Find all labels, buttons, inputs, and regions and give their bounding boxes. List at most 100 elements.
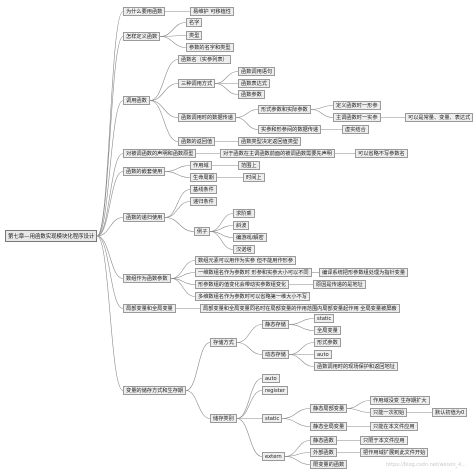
node-static-1[interactable]: static (314, 314, 335, 323)
node-nest-1a[interactable]: 范围上 (238, 161, 260, 170)
node-extern-1[interactable]: 静态函数 (310, 436, 337, 445)
connector-line (310, 105, 334, 110)
watermark-text: https://blog.csdn.net/weixin_4... (385, 462, 466, 468)
node-scope-1[interactable]: 局部变量和全局变量同名时在局部变量的作用范围内局部变量起作用 全局变量被屏蔽 (200, 304, 400, 313)
connector-line (236, 390, 263, 419)
node-storage[interactable]: 变量的储存方式和生存期 (123, 386, 187, 395)
node-nest-2a[interactable]: 时间上 (243, 173, 265, 182)
connector-line (214, 83, 239, 95)
node-nest[interactable]: 函数的嵌套使用 (123, 167, 166, 176)
node-extern-2a[interactable]: 把作用域扩展到此文件开始 (360, 448, 429, 457)
node-array-1[interactable]: 数组元素可以用作为实参 但不能用作形参 (195, 256, 297, 265)
node-static-2[interactable]: 全局变量 (314, 326, 341, 335)
node-class-extern[interactable]: extern (262, 452, 285, 461)
connector-line (164, 189, 191, 218)
node-scope[interactable]: 局部变量和全局变量 (123, 304, 176, 313)
node-dynamic-2[interactable]: auto (314, 350, 332, 359)
node-call-way[interactable]: 三种调用方式 (178, 79, 216, 88)
node-extern-1a[interactable]: 只限于本文件应用 (360, 436, 408, 445)
node-array-3[interactable]: 形参数组的值变化会带动实参数组变化 (195, 280, 290, 289)
connector-line (96, 235, 124, 309)
node-nest-1[interactable]: 作用域 (190, 161, 212, 170)
node-static-local-2a[interactable]: 默认初值为0 (432, 408, 468, 417)
node-static-global[interactable]: 静态全局变量 (310, 422, 348, 431)
node-dynamic-1[interactable]: 形式参数 (314, 338, 341, 347)
node-recursion-3c[interactable]: 编游戏/解密 (233, 233, 267, 242)
node-data-1b-x[interactable]: 可以是常量、变量、表达式 (405, 113, 474, 122)
node-static-global-1[interactable]: 只能在本文件应用 (370, 422, 418, 431)
node-recursion-2[interactable]: 递归条件 (190, 197, 217, 206)
node-data-1a[interactable]: 定义函数时一形参 (333, 101, 381, 110)
node-data-transfer[interactable]: 函数调用时的数据传递 (178, 113, 236, 122)
node-nest-2[interactable]: 生命周期 (190, 173, 217, 182)
node-static-local[interactable]: 静态局部变量 (310, 404, 348, 413)
connector-line (149, 59, 179, 101)
connector-line (170, 272, 196, 279)
node-return[interactable]: 函数的返回值 (178, 137, 216, 146)
connector-line (209, 225, 234, 232)
connector-line (235, 109, 259, 118)
connector-line (214, 71, 239, 84)
node-data-1[interactable]: 形式参数和实际参数 (258, 105, 311, 114)
connector-line (209, 213, 234, 232)
node-storage-way[interactable]: 存储方式 (210, 338, 237, 347)
node-call-way-1[interactable]: 函数调用语句 (238, 67, 276, 76)
root-topic[interactable]: 第七章—用函数实现模块化程序设计 (5, 230, 98, 242)
connector-line (164, 217, 195, 232)
node-define[interactable]: 怎样定义函数 (123, 32, 161, 41)
node-data-2[interactable]: 实参和形参间的数据传递 (258, 125, 322, 134)
node-class-register[interactable]: register (262, 386, 289, 395)
node-static-local-1[interactable]: 作用域没变 生存期扩大 (370, 396, 430, 405)
node-data-2a[interactable]: 虚实结合 (342, 125, 369, 134)
node-why[interactable]: 为什么要用函数 (123, 7, 166, 16)
connector-line (159, 36, 187, 48)
node-declare-1a[interactable]: 可以省略不写参数名 (355, 149, 408, 158)
node-extern-3[interactable]: 限变量的函数 (310, 460, 348, 469)
node-recursion-3[interactable]: 例子 (194, 227, 211, 236)
node-static-local-2[interactable]: 只能一次初始 (370, 408, 408, 417)
node-recursion-3b[interactable]: 斜波 (233, 221, 250, 230)
node-dynamic-storage[interactable]: 动态存储 (262, 350, 289, 359)
connector-lines (96, 11, 432, 465)
connector-line (310, 109, 334, 118)
connector-line (96, 100, 124, 237)
node-declare-1[interactable]: 对于函数在主调函数前面的被调函数需要先声明 (220, 149, 335, 158)
node-storage-class[interactable]: 储存类别 (210, 414, 237, 423)
connector-line (185, 390, 211, 419)
connector-line (164, 201, 191, 218)
node-declare[interactable]: 对被调函数的声明和函数原型 (123, 149, 197, 158)
node-define-3[interactable]: 参数的名字和类型 (186, 43, 234, 52)
node-recursion[interactable]: 函数的递归使用 (123, 213, 166, 222)
node-array-2a[interactable]: 编译系统把形参数组处理为指针变量 (319, 268, 409, 277)
connector-line (284, 440, 311, 457)
connector-line (96, 153, 124, 237)
connector-line (96, 235, 124, 279)
connector-line (164, 165, 191, 172)
node-class-auto[interactable]: auto (262, 374, 280, 383)
node-return-1[interactable]: 函数类型决定返回值类型 (238, 137, 302, 146)
node-call-real[interactable]: 函数名（实参列表） (178, 55, 231, 64)
node-static-storage[interactable]: 静态存储 (262, 320, 289, 329)
node-why-1[interactable]: 易维护 可移植性 (190, 7, 234, 16)
connector-line (284, 456, 311, 465)
node-array-3a[interactable]: 原因是传递的是地址 (313, 280, 366, 289)
node-call-way-2[interactable]: 函数表达式 (238, 79, 270, 88)
connector-line (96, 171, 124, 237)
node-recursion-3a[interactable]: 求阶乘 (233, 209, 255, 218)
node-call-way-3[interactable]: 函数参数 (238, 90, 265, 99)
node-array-4[interactable]: 多维数组名作为参数时可以省略第一维大小不写 (195, 292, 310, 301)
node-extern-2[interactable]: 外部函数 (310, 448, 337, 457)
node-define-2[interactable]: 类型 (186, 31, 203, 40)
node-array-param[interactable]: 数组作为函数参数 (123, 274, 171, 283)
node-recursion-1[interactable]: 基线条件 (190, 185, 217, 194)
node-array-2[interactable]: 一维数组名作为参数时 形参和实参大小可以不同 (195, 268, 312, 277)
node-class-static[interactable]: static (262, 414, 283, 423)
node-define-1[interactable]: 名字 (186, 18, 203, 27)
connector-line (346, 400, 371, 409)
node-dynamic-3[interactable]: 函数调用时的现场保护和返回地址 (314, 362, 398, 371)
connector-line (281, 408, 311, 419)
node-data-1b[interactable]: 主调函数时一实参 (333, 113, 381, 122)
node-call[interactable]: 调用函数 (123, 96, 150, 105)
node-recursion-3d[interactable]: 汉诺塔 (233, 245, 255, 254)
